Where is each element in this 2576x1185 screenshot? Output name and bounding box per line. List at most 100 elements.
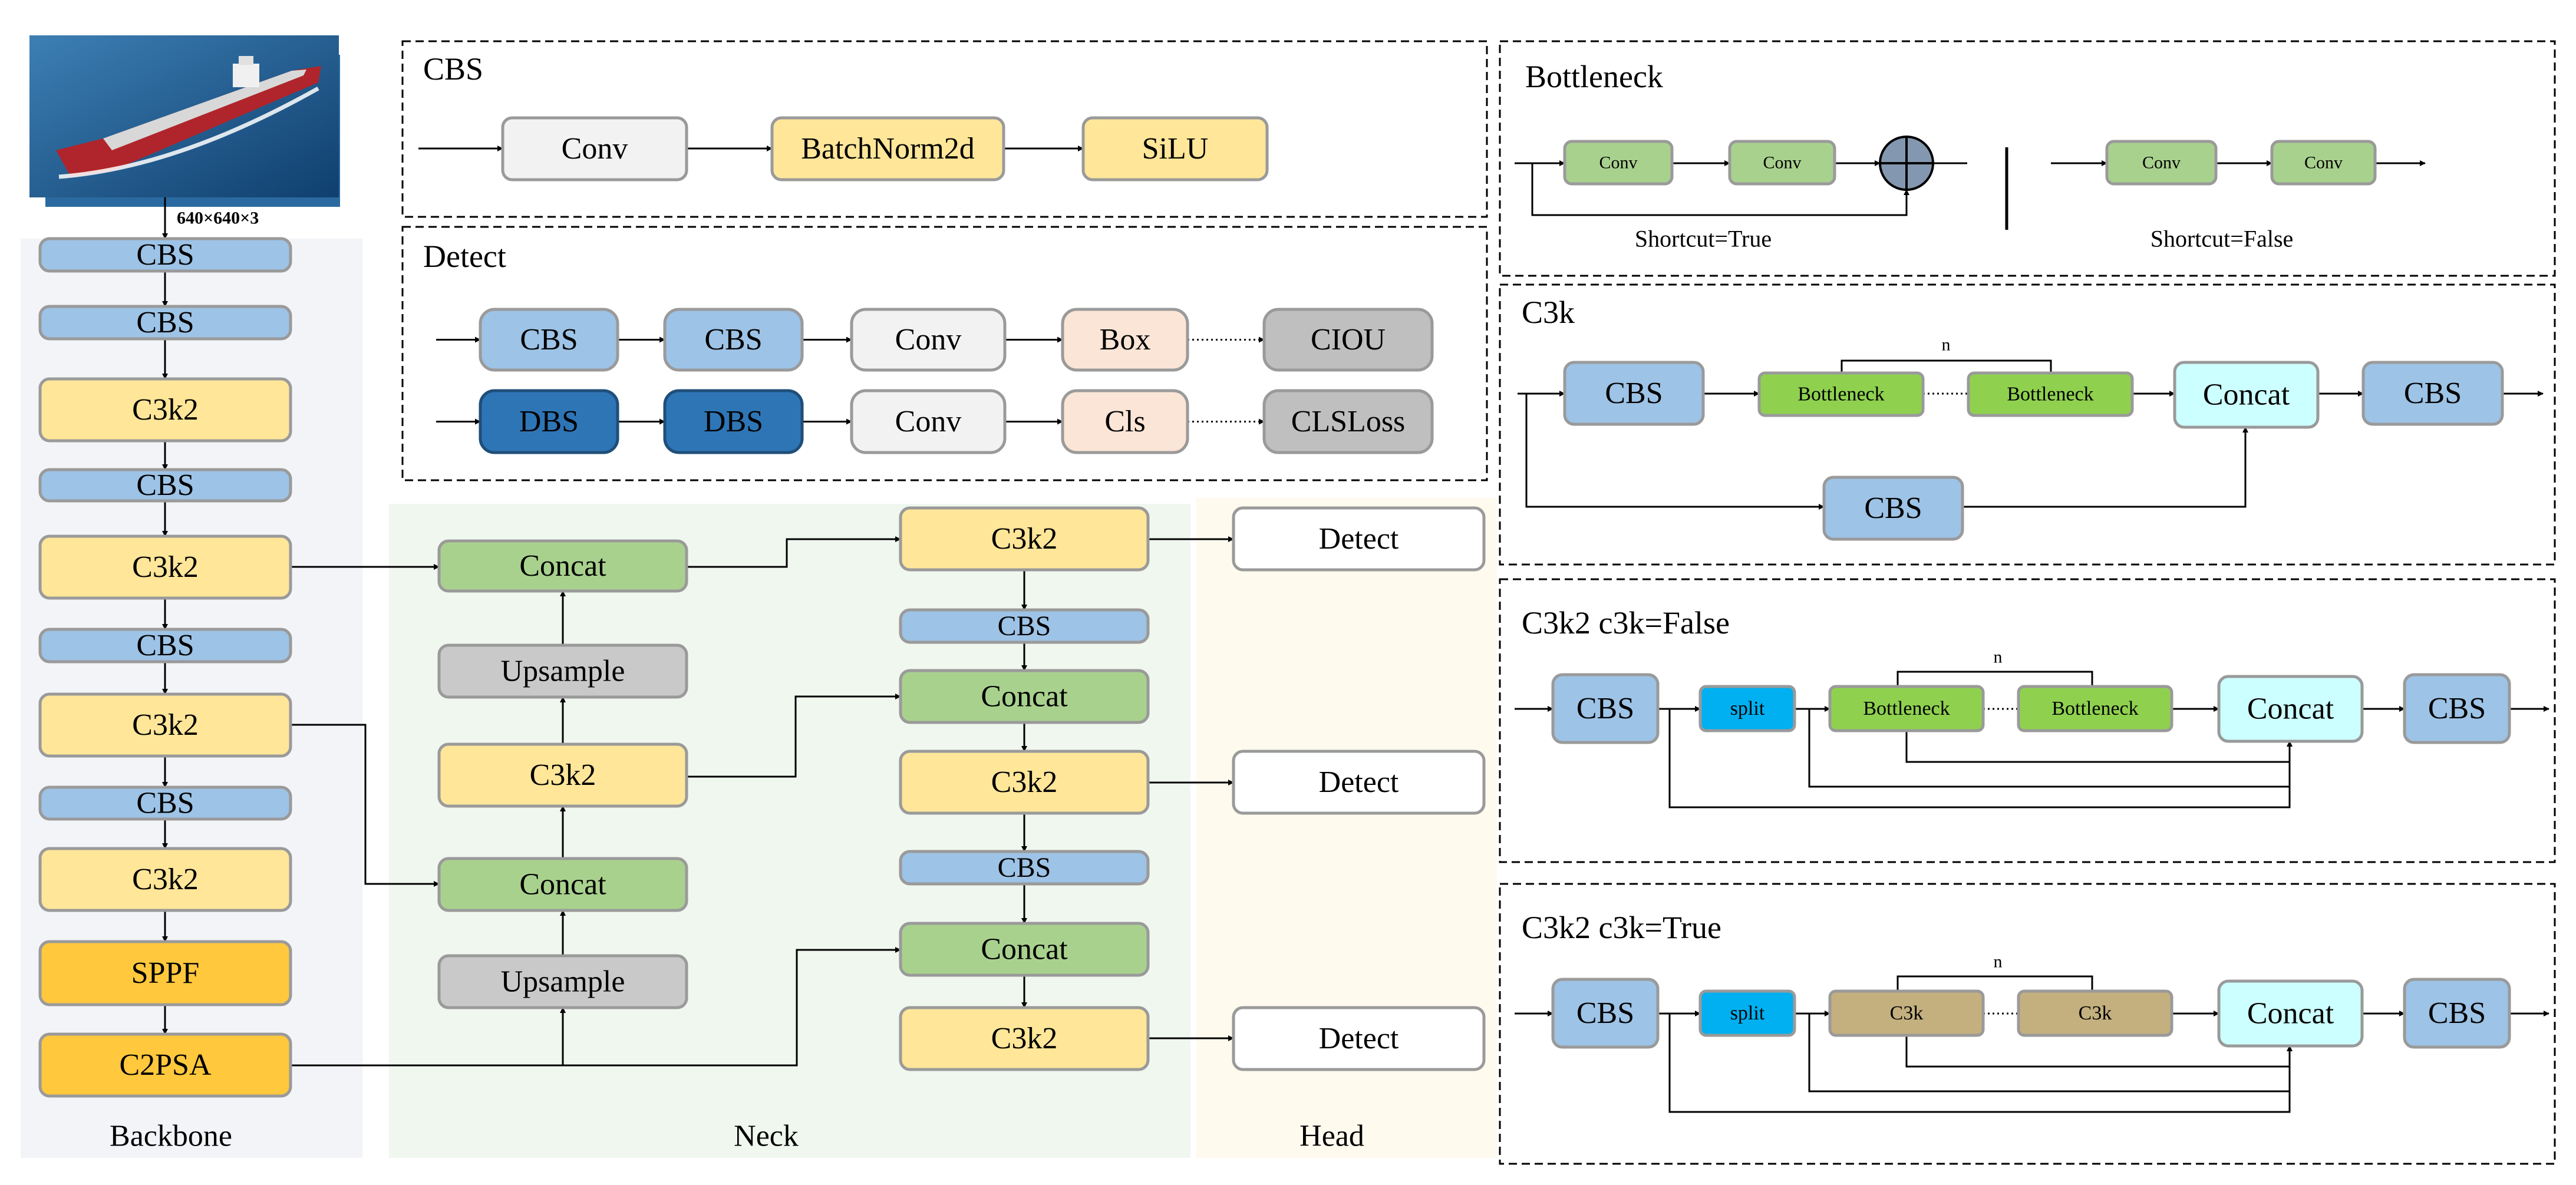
backbone-b3-label: C3k2: [132, 393, 199, 427]
c3k-n: n: [1942, 335, 1951, 355]
pan-c3k2-2-label: C3k2: [991, 765, 1058, 799]
detect-r1-1: CBS: [663, 308, 804, 372]
input-size-label: 640×640×3: [177, 209, 259, 228]
c3k2-true-cbs-1-label: CBS: [1576, 996, 1634, 1030]
neck-concat-1: Concat: [437, 539, 688, 593]
c3k2-false-mid-2: Bottleneck: [2017, 685, 2173, 732]
c3k2-true-mid-1-label: C3k: [1890, 1002, 1924, 1024]
c3k2-true-mid-2-label: C3k: [2079, 1002, 2112, 1024]
c3k-bottleneck-1-label: Bottleneck: [1797, 384, 1884, 405]
detect-r2-1-label: DBS: [704, 405, 763, 438]
backbone-b5: C3k2: [38, 534, 292, 600]
backbone-b2: CBS: [38, 305, 292, 341]
c3k-concat: Concat: [2173, 361, 2320, 429]
neck-concat-1-label: Concat: [519, 549, 606, 583]
cbs-conv: Conv: [501, 116, 688, 181]
backbone-b4-label: CBS: [136, 468, 194, 502]
detect-r2-0: DBS: [479, 389, 619, 454]
detect-r2-2-label: Conv: [895, 405, 962, 438]
c3k2-false-cbs-2-label: CBS: [2428, 692, 2486, 725]
b7-to-concat2: [291, 724, 440, 887]
pan-cbs-1: CBS: [899, 608, 1150, 644]
add-icon: [1879, 136, 1934, 191]
c3k2-false-n: n: [1994, 648, 2003, 667]
pan-c3k2-3-label: C3k2: [991, 1022, 1058, 1055]
neck-upsample-1-label: Upsample: [501, 655, 625, 688]
pan-cbs-2-label: CBS: [998, 852, 1051, 883]
pan-concat-2-label: Concat: [981, 933, 1068, 966]
c3k2-true-split: split: [1698, 989, 1796, 1037]
c3k2-true-mid-1: C3k: [1828, 989, 1985, 1037]
neck-c3k2-1: C3k2: [437, 742, 688, 808]
c3k2-false-skip-b: [1808, 709, 2290, 788]
neck-section-label: Neck: [734, 1120, 799, 1153]
backbone-b8-label: CBS: [136, 787, 194, 820]
c3k2-false-title: C3k2 c3k=False: [1522, 605, 1730, 641]
c3k2-true-title: C3k2 c3k=True: [1522, 910, 1721, 945]
c3k2-true-mid-2: C3k: [2017, 989, 2173, 1037]
c3k-nbrace: [1841, 359, 2052, 373]
detect-r1-3: Box: [1061, 308, 1189, 372]
detect-r1-4: CIOU: [1262, 308, 1434, 372]
c3k2-false-cbs-1: CBS: [1551, 673, 1660, 744]
head-detect-3-label: Detect: [1319, 1022, 1399, 1055]
backbone-b9-label: C3k2: [132, 863, 199, 896]
c3k2-false-concat: Concat: [2217, 675, 2364, 743]
pan-concat-2: Concat: [899, 922, 1150, 977]
c3k2-true-concat: Concat: [2217, 979, 2364, 1048]
detect-r1-0-label: CBS: [520, 323, 578, 357]
c2psa-bus: [291, 947, 901, 1067]
bn-conv-4: Conv: [2270, 140, 2377, 186]
detect-r1-1-label: CBS: [704, 323, 762, 357]
backbone-b1: CBS: [38, 237, 292, 273]
cbs-panel-title: CBS: [423, 51, 483, 87]
backbone-b9: C3k2: [38, 847, 292, 912]
detect-panel-title: Detect: [423, 239, 506, 274]
backbone-b6-label: CBS: [136, 629, 194, 662]
detect-r2-4: CLSLoss: [1262, 389, 1434, 454]
c3k2-true-nbrace: [1896, 975, 2093, 991]
detect-r1-3-label: Box: [1100, 323, 1151, 357]
c3k2-true-cbs-1: CBS: [1551, 978, 1660, 1049]
detect-r2-4-label: CLSLoss: [1291, 405, 1406, 438]
c3k-branch: [1525, 394, 1825, 510]
cbs-silu-label: SiLU: [1142, 132, 1209, 166]
cbs-silu: SiLU: [1081, 116, 1269, 181]
detect-r2-1: DBS: [663, 389, 804, 454]
detect-r2-0-label: DBS: [519, 405, 579, 438]
detect-r1-4-label: CIOU: [1311, 323, 1386, 357]
input-ship-image: [29, 35, 340, 207]
c3k-panel-title: C3k: [1522, 295, 1575, 330]
neck-upsample-2: Upsample: [437, 954, 688, 1009]
backbone-b6: CBS: [38, 628, 292, 664]
panel-borders: [401, 40, 2556, 1165]
backbone-b5-label: C3k2: [132, 550, 199, 584]
neck-concat-2-label: Concat: [519, 868, 606, 902]
concat1-to-pan-c3k2: [687, 536, 901, 568]
backbone-b2-label: CBS: [136, 306, 194, 339]
c3k2-false-skip-c: [1668, 709, 2293, 808]
c3k-cbs-3-label: CBS: [1864, 491, 1922, 525]
backbone-b4: CBS: [38, 468, 292, 503]
c3k-bottleneck-2: Bottleneck: [1967, 371, 2134, 417]
c3k2-true-skip-c: [1668, 1014, 2293, 1113]
backbone-b7-label: C3k2: [132, 708, 199, 742]
c3k2-true-n: n: [1994, 952, 2003, 972]
bn-shortcut: [1531, 163, 1909, 216]
detect-r2-3-label: Cls: [1104, 405, 1145, 438]
neck-upsample-2-label: Upsample: [501, 965, 625, 999]
backbone-b11-label: C2PSA: [119, 1048, 212, 1082]
bn-conv-3-label: Conv: [2142, 153, 2181, 173]
head-detect-1-label: Detect: [1319, 522, 1399, 556]
head-section-label: Head: [1299, 1120, 1364, 1153]
head-detect-1: Detect: [1232, 506, 1486, 572]
bn-conv-4-label: Conv: [2304, 153, 2343, 173]
bn-conv-1-label: Conv: [1599, 153, 1637, 173]
shortcut-true-label: Shortcut=True: [1635, 226, 1772, 252]
c3k-cbs-1: CBS: [1563, 361, 1705, 426]
detect-r1-2: Conv: [850, 308, 1007, 372]
pan-concat-1: Concat: [899, 669, 1150, 724]
c3k-cbs-2: CBS: [2361, 361, 2504, 426]
detect-r1-2-label: Conv: [895, 323, 962, 357]
c3k2-true-skip-b: [1808, 1014, 2290, 1092]
